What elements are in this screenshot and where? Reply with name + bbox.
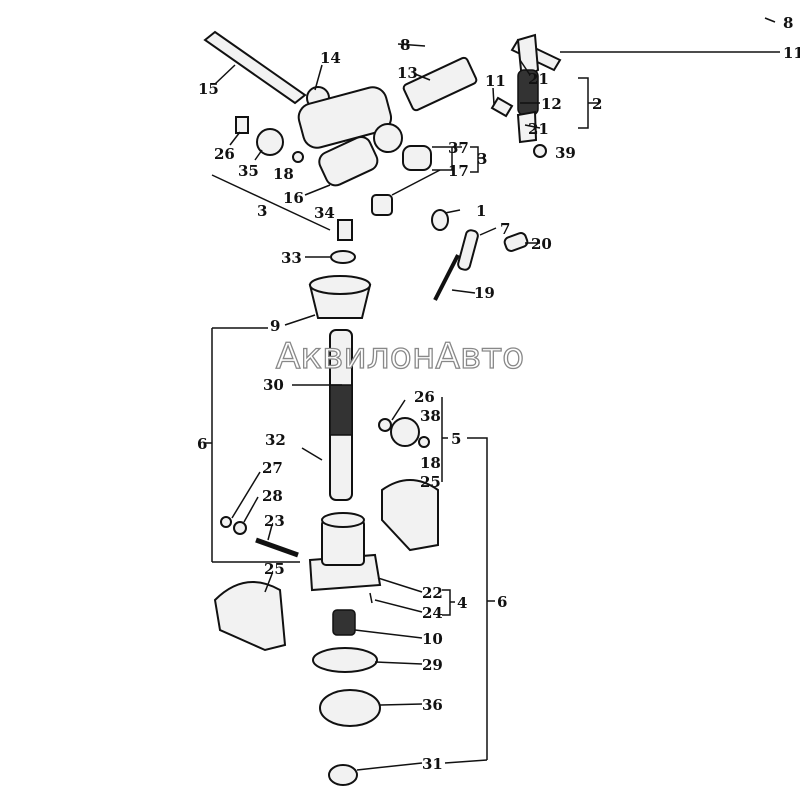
part-24-pin — [369, 592, 373, 604]
part-25-clamp-a — [381, 479, 439, 552]
part-19-spring — [433, 254, 460, 301]
part-38-bearing — [390, 417, 420, 447]
part-37-bushing — [402, 145, 432, 171]
label-24: 24 — [422, 604, 443, 622]
label-17: 17 — [448, 162, 469, 180]
part-11-pin-a — [490, 96, 514, 118]
label-22: 22 — [422, 584, 443, 602]
label-25: 25 — [420, 473, 441, 491]
part-26-bolt-b — [378, 418, 392, 432]
part-21-bracket-top — [516, 33, 540, 82]
label-1: 1 — [476, 202, 486, 220]
part-18-washer-b — [418, 436, 430, 448]
label-34: 34 — [314, 204, 335, 222]
label-39: 39 — [555, 144, 576, 162]
label-21: 21 — [528, 70, 549, 88]
label-6: 6 — [497, 593, 507, 611]
part-31-gear — [328, 764, 358, 786]
label-7: 7 — [500, 220, 510, 238]
part-7-link — [457, 229, 479, 271]
label-4: 4 — [457, 594, 467, 612]
part-39-nut — [533, 144, 547, 158]
label-23: 23 — [264, 512, 285, 530]
label-32: 32 — [265, 431, 286, 449]
part-10-spring — [332, 609, 356, 636]
label-11: 11 — [485, 72, 506, 90]
part-13-link — [402, 56, 478, 112]
part-33-washer — [330, 250, 356, 264]
label-8: 8 — [783, 14, 793, 32]
part-34-screw — [337, 219, 353, 241]
label-36: 36 — [422, 696, 443, 714]
part-20-pin — [503, 232, 529, 252]
label-8: 8 — [400, 36, 410, 54]
shaft-gear — [329, 384, 353, 436]
label-28: 28 — [262, 487, 283, 505]
label-20: 20 — [531, 235, 552, 253]
label-26: 26 — [214, 145, 235, 163]
part-29-disc — [312, 647, 378, 673]
part-27-ring — [220, 516, 232, 528]
label-5: 5 — [451, 430, 461, 448]
leader-lines — [205, 17, 780, 771]
housing-bore — [373, 123, 403, 153]
label-27: 27 — [262, 459, 283, 477]
part-36-bearing — [319, 689, 381, 727]
part-16-fork — [318, 136, 379, 187]
part-1-lever — [431, 209, 449, 231]
label-14: 14 — [320, 49, 341, 67]
part-22-top — [321, 512, 365, 528]
part-32-pin — [301, 447, 323, 461]
label-37: 37 — [448, 139, 469, 157]
label-18: 18 — [273, 165, 294, 183]
lever-housing — [297, 86, 393, 149]
part-17-bolt — [371, 194, 393, 216]
label-6: 6 — [197, 435, 207, 453]
label-18: 18 — [420, 454, 441, 472]
label-16: 16 — [283, 189, 304, 207]
label-3: 3 — [477, 150, 487, 168]
part-26-bolt — [235, 116, 249, 134]
part-shapes — [203, 30, 562, 786]
label-9: 9 — [270, 317, 280, 335]
part-25-clamp-b — [213, 581, 287, 652]
label-25: 25 — [264, 560, 285, 578]
part-35-bearing — [256, 128, 284, 156]
label-13: 13 — [397, 64, 418, 82]
label-2: 2 — [592, 95, 602, 113]
part-18-washer — [292, 151, 304, 163]
watermark: АквилонАвто — [276, 336, 524, 377]
part-21-bracket-bottom — [516, 110, 538, 144]
label-29: 29 — [422, 656, 443, 674]
label-21: 21 — [528, 120, 549, 138]
label-19: 19 — [474, 284, 495, 302]
part-23-pin — [255, 537, 299, 558]
label-33: 33 — [281, 249, 302, 267]
label-11: 11 — [783, 44, 800, 62]
part-15-rod — [203, 30, 307, 105]
label-38: 38 — [420, 407, 441, 425]
part-28-washer — [233, 521, 247, 535]
label-10: 10 — [422, 630, 443, 648]
label-30: 30 — [263, 376, 284, 394]
label-15: 15 — [198, 80, 219, 98]
part-9-top — [309, 275, 371, 295]
label-31: 31 — [422, 755, 443, 773]
callout-labels: 8 8 11 11 14 15 13 21 12 2 21 39 26 35 1… — [197, 14, 800, 773]
label-26: 26 — [414, 388, 435, 406]
label-3: 3 — [257, 202, 267, 220]
label-12: 12 — [541, 95, 562, 113]
label-35: 35 — [238, 162, 259, 180]
